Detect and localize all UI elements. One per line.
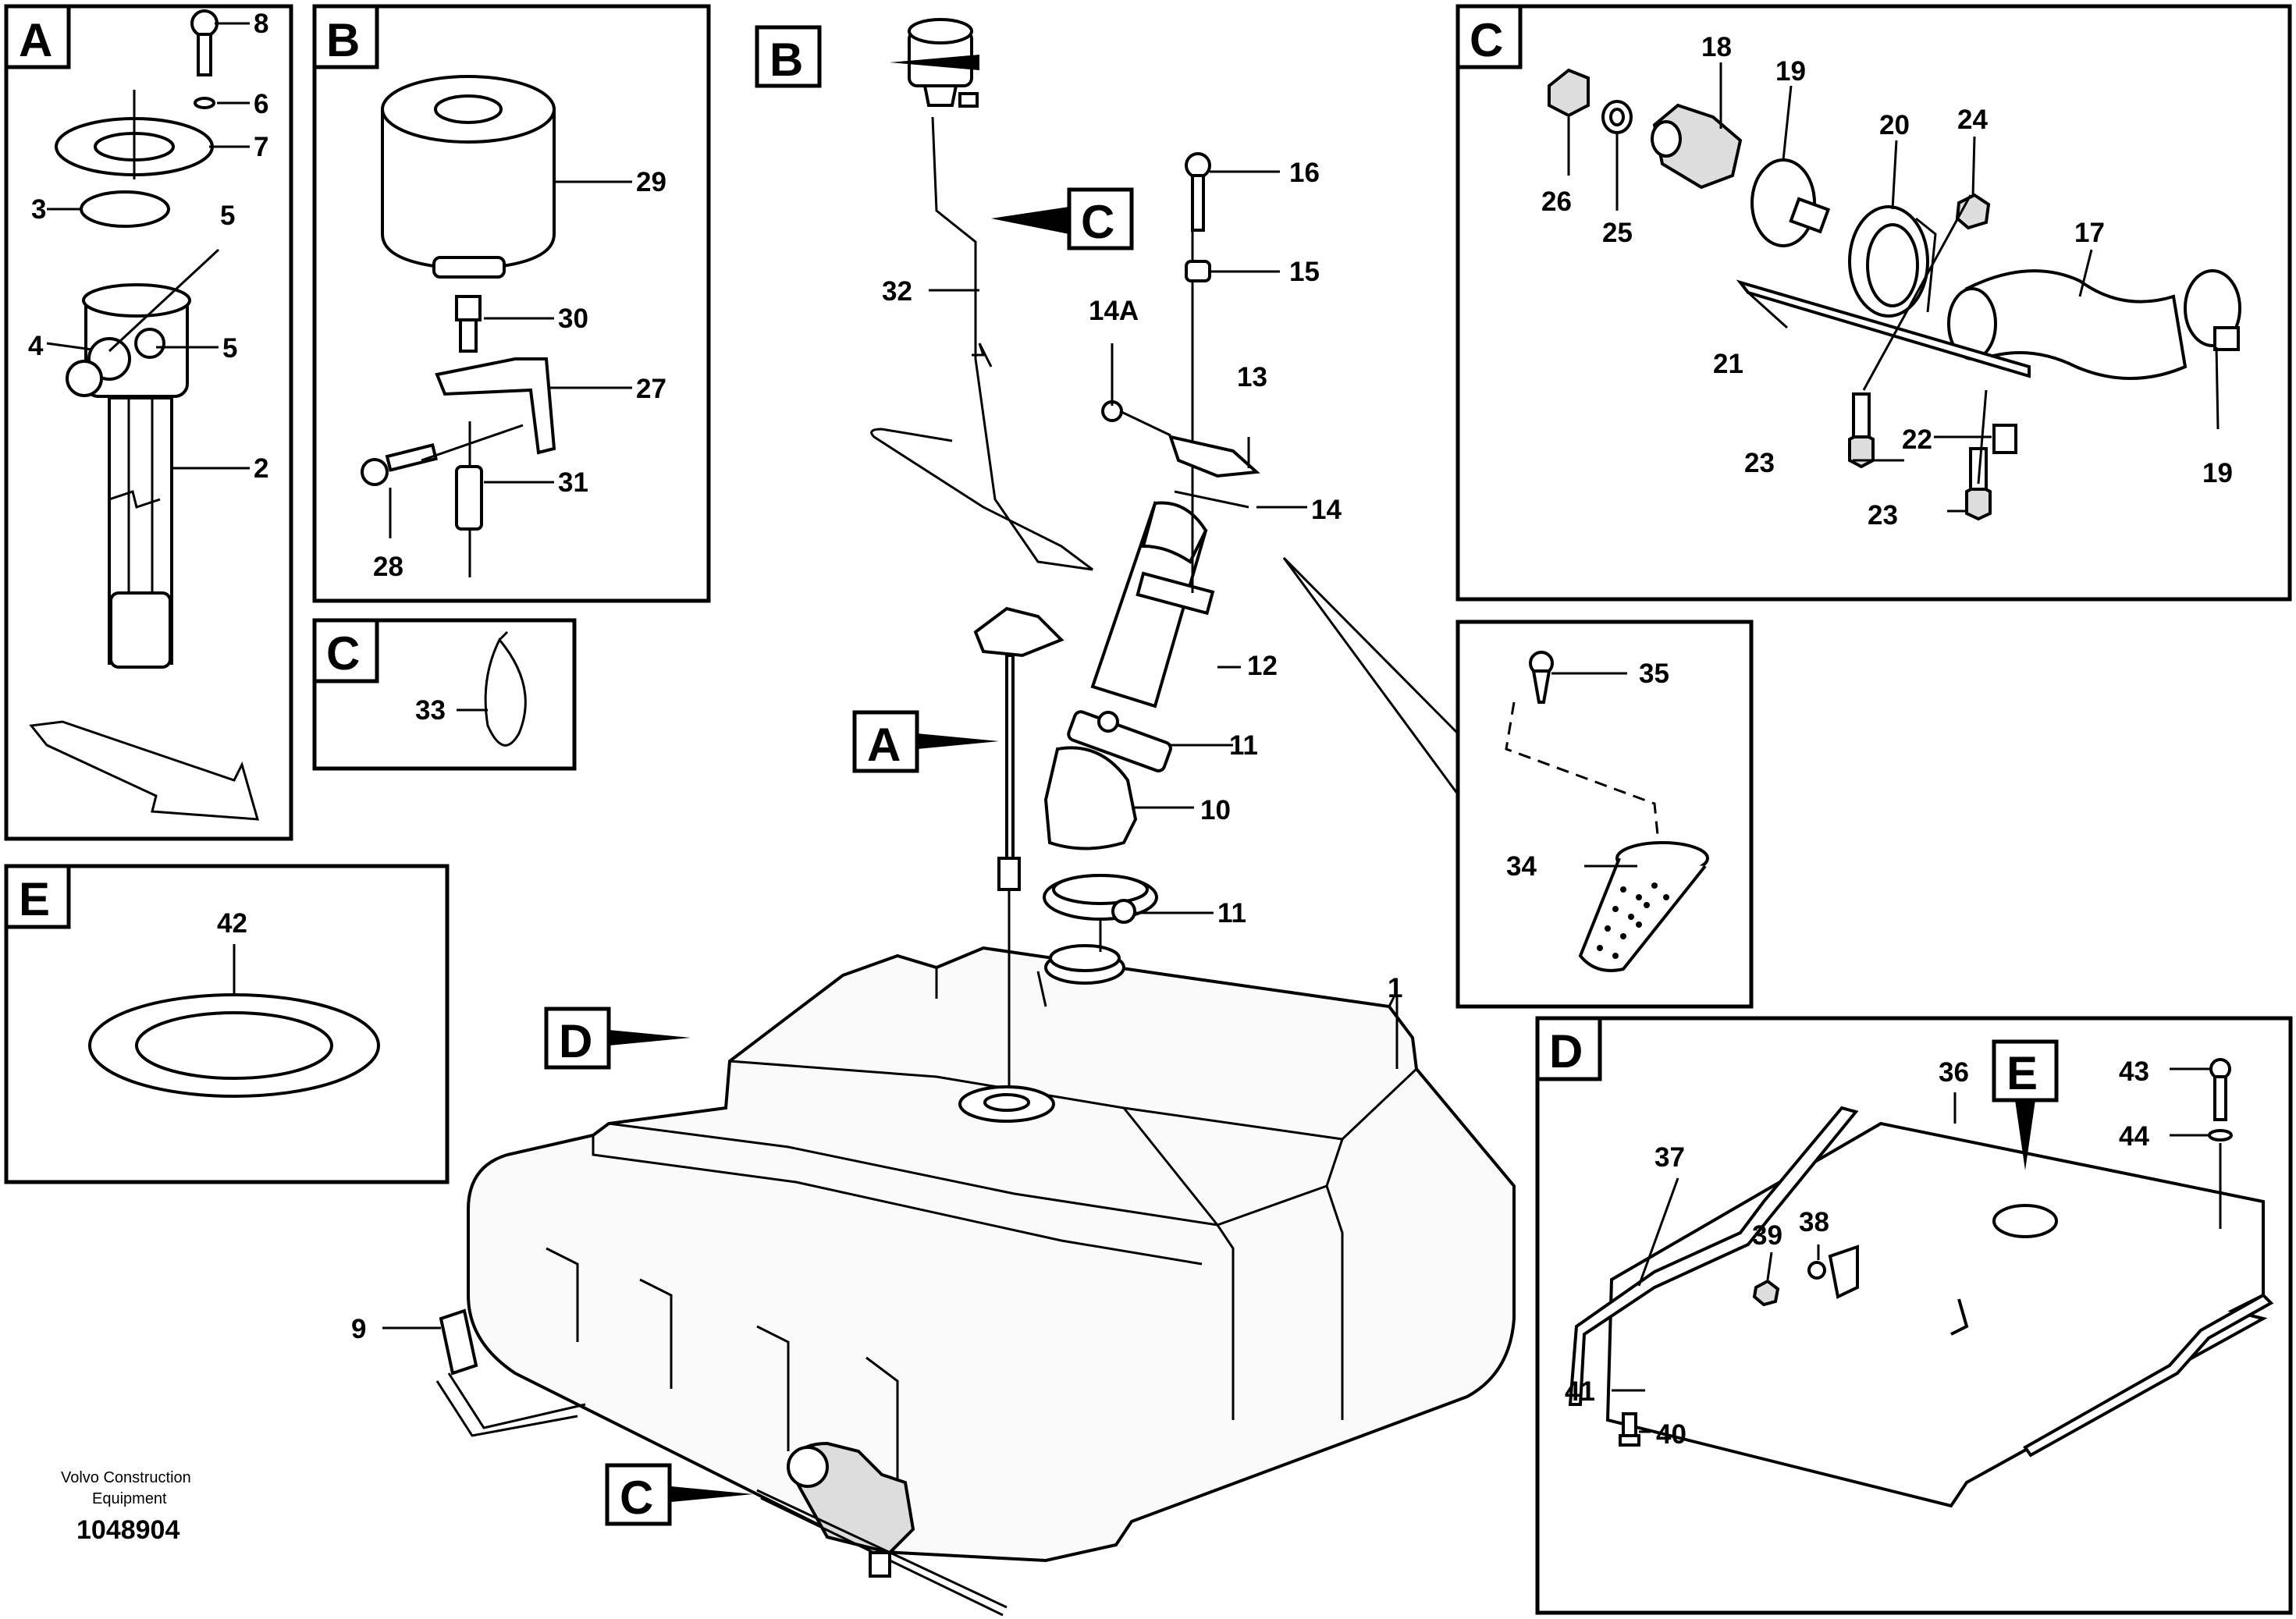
part-label-33: 33 [415, 695, 446, 726]
panel-a: A 8 6 7 3 [4, 4, 293, 841]
part-label-11-lower: 11 [1217, 898, 1246, 928]
part-label-28: 28 [373, 552, 403, 582]
part-label-26: 26 [1541, 186, 1572, 217]
part-label-34: 34 [1506, 851, 1537, 882]
part-label-4: 4 [28, 331, 44, 361]
panel-e: E 42 [4, 864, 450, 1184]
part-label-19-right: 19 [2202, 458, 2233, 488]
part-label-32: 32 [882, 276, 912, 307]
panel-c-small: C 33 [312, 618, 577, 771]
company-line-1: Volvo Construction [61, 1469, 191, 1486]
part-label-11-upper: 11 [1229, 730, 1258, 761]
part-label-42: 42 [217, 908, 247, 939]
panel-b-label: B [326, 14, 360, 66]
part-label-9: 9 [351, 1314, 366, 1344]
part-label-16: 16 [1289, 158, 1320, 188]
part-label-21: 21 [1713, 349, 1743, 379]
part-label-27: 27 [636, 374, 666, 404]
part-label-6: 6 [254, 89, 268, 119]
part-label-23-lower: 23 [1868, 500, 1898, 531]
main-assembly: B C A D C 16 15 32 14A 13 14 12 11 10 11… [351, 18, 1516, 1617]
part-label-43: 43 [2119, 1056, 2149, 1087]
part-label-36: 36 [1939, 1057, 1969, 1088]
callout-a: A [867, 719, 901, 771]
panel-e-label: E [19, 873, 50, 925]
part-label-14: 14 [1311, 495, 1342, 525]
part-label-12: 12 [1247, 651, 1278, 681]
part-label-3: 3 [31, 194, 46, 225]
panel-d: D E 36 43 44 37 [1535, 1016, 2293, 1615]
footer: Volvo Construction Equipment 1048904 [61, 1469, 191, 1545]
callout-c-bottom: C [620, 1472, 653, 1524]
panel-b: B 29 30 27 31 28 [312, 4, 711, 603]
part-label-5-upper: 5 [220, 201, 235, 231]
part-label-40: 40 [1656, 1419, 1686, 1450]
part-label-20: 20 [1879, 110, 1910, 140]
callout-c-top: C [1081, 196, 1114, 248]
part-label-30: 30 [558, 304, 588, 334]
part-label-44: 44 [2119, 1121, 2149, 1152]
callout-b: B [769, 34, 803, 86]
part-label-13: 13 [1237, 362, 1267, 392]
part-label-2: 2 [254, 453, 268, 484]
part-label-31: 31 [558, 467, 588, 498]
company-line-2: Equipment [92, 1490, 167, 1507]
callout-e: E [2006, 1047, 2038, 1099]
drawing-id: 1048904 [76, 1515, 179, 1545]
panel-a-label: A [19, 14, 52, 66]
part-label-10: 10 [1200, 795, 1231, 825]
part-label-37: 37 [1654, 1142, 1685, 1173]
panel-c-small-label: C [326, 627, 360, 680]
part-label-24: 24 [1957, 105, 1988, 135]
panel-d-label: D [1549, 1025, 1583, 1078]
part-label-7: 7 [254, 132, 268, 162]
panel-c-detail-label: C [1470, 14, 1503, 66]
part-label-41: 41 [1565, 1376, 1595, 1407]
part-label-17: 17 [2074, 218, 2105, 248]
part-label-29: 29 [636, 167, 666, 197]
part-label-15: 15 [1289, 257, 1320, 287]
part-label-1: 1 [1388, 973, 1402, 1003]
part-label-23-upper: 23 [1744, 448, 1775, 478]
part-label-25: 25 [1602, 218, 1633, 248]
part-label-35: 35 [1639, 659, 1669, 689]
part-label-19-left: 19 [1775, 56, 1806, 87]
strainer-detail: 35 34 [1282, 556, 1754, 1009]
part-label-8: 8 [254, 9, 268, 39]
part-label-22: 22 [1902, 424, 1932, 455]
part-label-38: 38 [1799, 1207, 1829, 1237]
part-label-18: 18 [1701, 32, 1732, 62]
callout-d: D [559, 1015, 592, 1067]
part-label-5-lower: 5 [222, 333, 237, 364]
part-label-39: 39 [1752, 1220, 1782, 1251]
panel-c-detail: C [1455, 4, 2292, 602]
part-label-14A: 14A [1089, 296, 1139, 326]
